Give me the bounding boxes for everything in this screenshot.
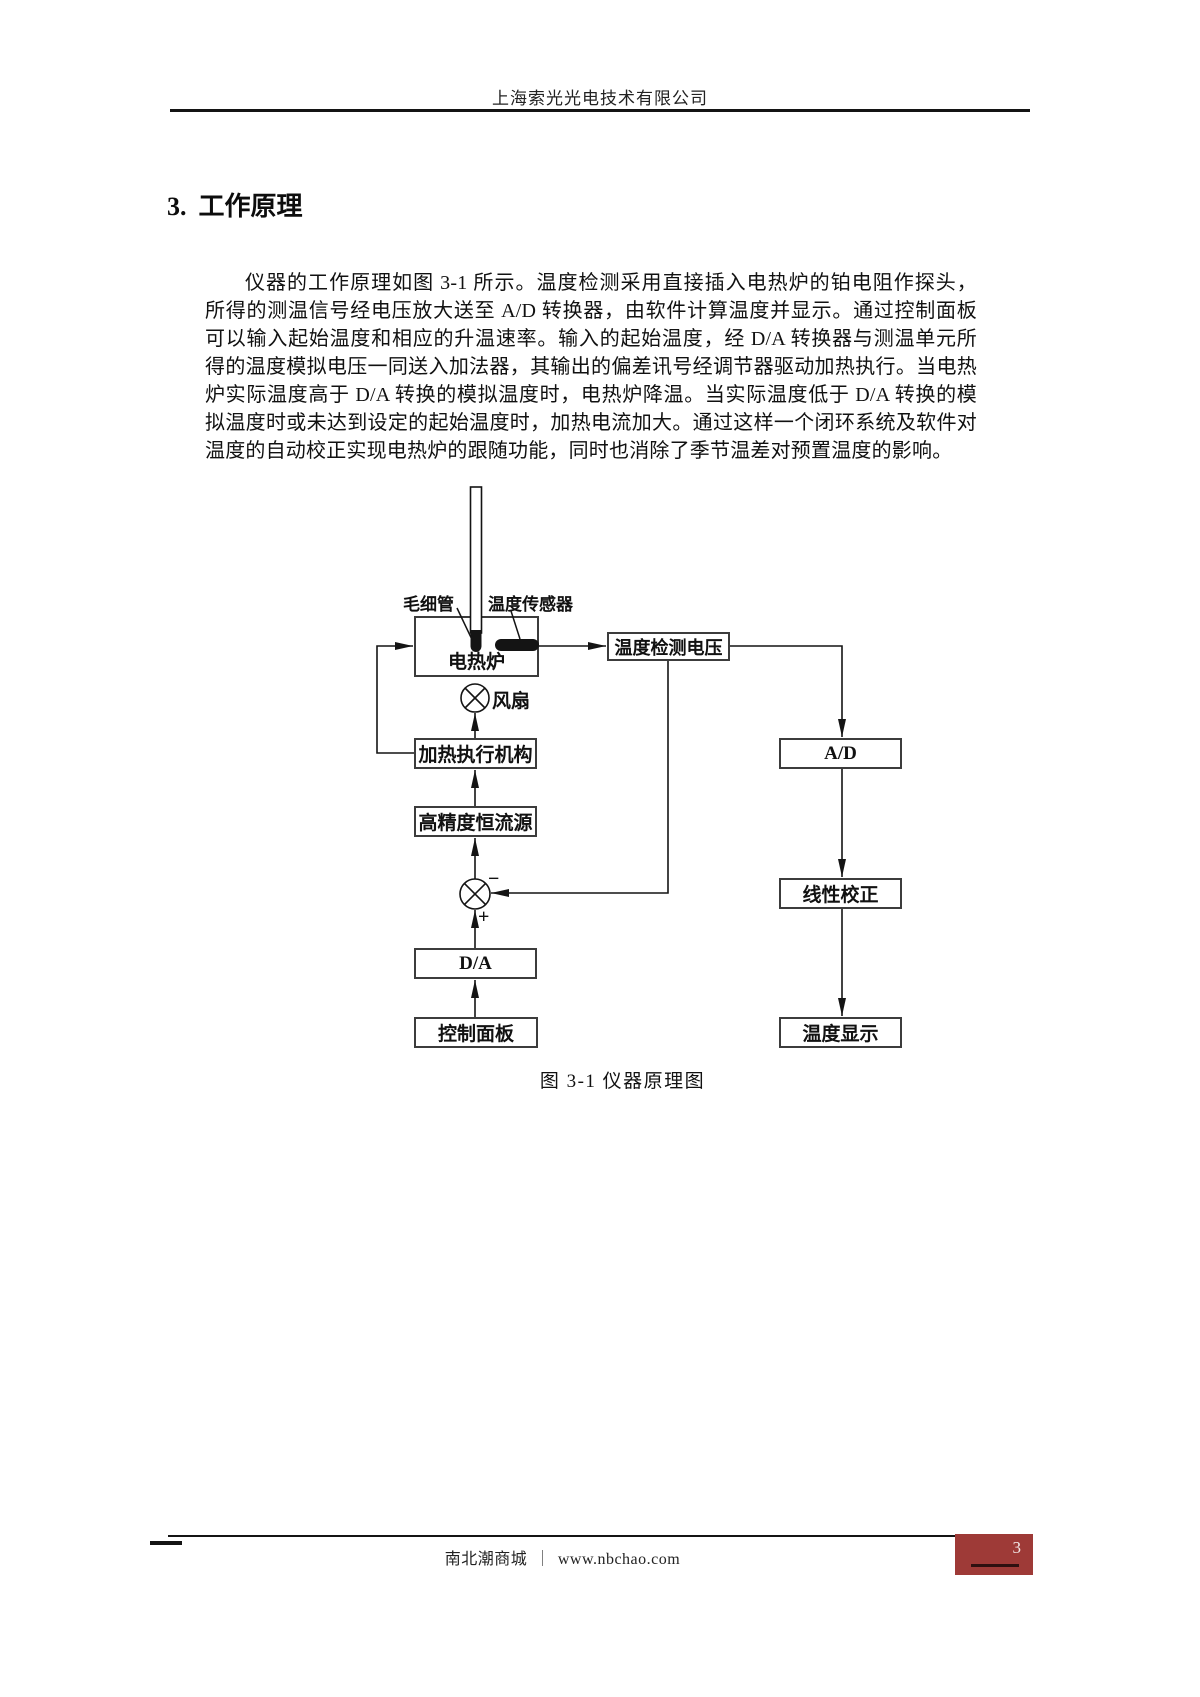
summing-plus-sign: + [478, 906, 490, 928]
paragraph-line: 仪器的工作原理如图 3-1 所示。温度检测采用直接插入电热炉的铂电阻作探头， [245, 272, 977, 294]
capillary-pointer-line [456, 607, 477, 649]
heating-actuator-box: 加热执行机构 [414, 738, 537, 769]
footer-site-name: 南北潮商城 [444, 1551, 528, 1568]
paragraph-line: 得的温度模拟电压一同送入加法器，其输出的偏差讯号经调节器驱动加热执行。当电热 [205, 356, 977, 378]
control-panel-box: 控制面板 [414, 1017, 538, 1048]
page-number: 3 [1012, 1538, 1022, 1557]
da-converter-box: D/A [414, 948, 537, 979]
temp-sensor-label: 温度传感器 [488, 595, 573, 614]
footer-text: 南北潮商城 ｜ www.nbchao.com [168, 1545, 957, 1569]
figure-caption: 图 3-1 仪器原理图 [539, 1071, 706, 1092]
footer-rule-tick [150, 1541, 182, 1545]
capillary-tube-icon [469, 486, 483, 652]
sensor-pointer-line [510, 610, 521, 640]
fan-icon [460, 683, 490, 713]
temp-detect-voltage-box: 温度检测电压 [607, 632, 730, 661]
paragraph-line: 可以输入起始温度和相应的升温速率。输入的起始温度，经 D/A 转换器与测温单元所 [205, 328, 977, 350]
header-company-name: 上海索光光电技术有限公司 [492, 89, 708, 108]
temp-sensor-bar-icon [495, 639, 539, 651]
footer-separator: ｜ [534, 1551, 551, 1568]
arrow-voltage-to-ad [730, 645, 846, 737]
paragraph-line: 炉实际温度高于 D/A 转换的模拟温度时，电热炉降温。当实际温度低于 D/A 转… [205, 384, 977, 406]
section-title-text: 工作原理 [198, 192, 303, 221]
temp-display-box: 温度显示 [779, 1017, 902, 1048]
linear-correction-box: 线性校正 [779, 878, 902, 909]
body-paragraph: 仪器的工作原理如图 3-1 所示。温度检测采用直接插入电热炉的铂电阻作探头， 所… [205, 269, 977, 465]
capillary-label: 毛细管 [403, 595, 454, 614]
arrow-voltage-to-summing [491, 661, 669, 897]
summing-junction-icon [459, 878, 491, 910]
paragraph-line: 拟温度时或未达到设定的起始温度时，加热电流加大。通过这样一个闭环系统及软件对 [205, 412, 977, 434]
constant-current-source-box: 高精度恒流源 [414, 806, 537, 837]
paragraph-line: 温度的自动校正实现电热炉的跟随功能，同时也消除了季节温差对预置温度的影响。 [205, 440, 953, 462]
fan-label: 风扇 [492, 691, 531, 712]
diagram-connectors [376, 486, 846, 1017]
figure-3-1-diagram: 电热炉 加热执行机构 高精度恒流源 D/A 控制面板 温度检测电压 A/D 线性… [330, 480, 915, 1092]
footer-rule [168, 1535, 957, 1537]
header-rule [170, 109, 1030, 112]
page-number-badge: 3 [955, 1534, 1033, 1575]
arrow-actuator-feedback-to-furnace [376, 642, 414, 754]
footer-url: www.nbchao.com [557, 1551, 681, 1568]
ad-converter-box: A/D [779, 738, 902, 769]
section-number: 3. [167, 192, 187, 221]
paragraph-line: 所得的测温信号经电压放大送至 A/D 转换器，由软件计算温度并显示。通过控制面板 [205, 300, 977, 322]
summing-minus-sign: − [488, 868, 500, 890]
section-title: 3. 工作原理 [167, 186, 303, 223]
furnace-label: 电热炉 [447, 652, 505, 673]
page-number-underline [971, 1564, 1019, 1567]
